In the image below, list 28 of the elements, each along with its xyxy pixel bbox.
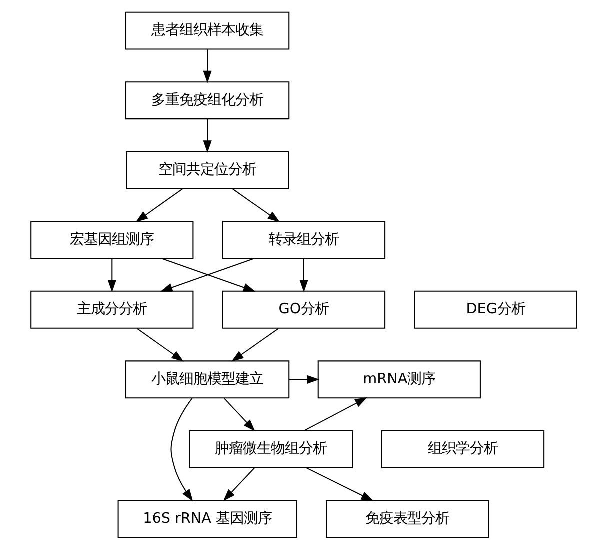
node-box: 免疫表型分析 <box>326 500 490 538</box>
node-box: 主成分分析 <box>30 290 194 329</box>
node-box: 小鼠细胞模型建立 <box>125 360 290 399</box>
node-box: 患者组织样本收集 <box>125 12 290 50</box>
arrow <box>232 188 280 222</box>
arrow <box>224 398 256 432</box>
arrow <box>170 398 194 502</box>
arrow <box>304 398 368 432</box>
arrow <box>306 468 374 502</box>
arrow <box>300 258 308 292</box>
node-box: mRNA测序 <box>318 360 481 399</box>
node-box: 宏基因组测序 <box>30 221 194 260</box>
arrow <box>136 188 183 222</box>
node-box: GO分析 <box>222 290 386 329</box>
node-box: 空间共定位分析 <box>126 151 290 190</box>
arrow <box>108 258 116 292</box>
arrow <box>203 119 212 153</box>
node-box: 转录组分析 <box>222 221 386 260</box>
arrow <box>223 468 255 502</box>
node-box: 肿瘤微生物组分析 <box>189 430 354 468</box>
arrow <box>136 328 184 362</box>
node-box: 组织学分析 <box>381 430 545 468</box>
node-box: DEG分析 <box>414 290 578 329</box>
arrow <box>231 328 279 362</box>
arrow <box>289 375 320 384</box>
arrow <box>203 50 212 84</box>
node-box: 多重免疫组化分析 <box>125 82 290 120</box>
node-box: 16S rRNA 基因测序 <box>118 500 298 538</box>
